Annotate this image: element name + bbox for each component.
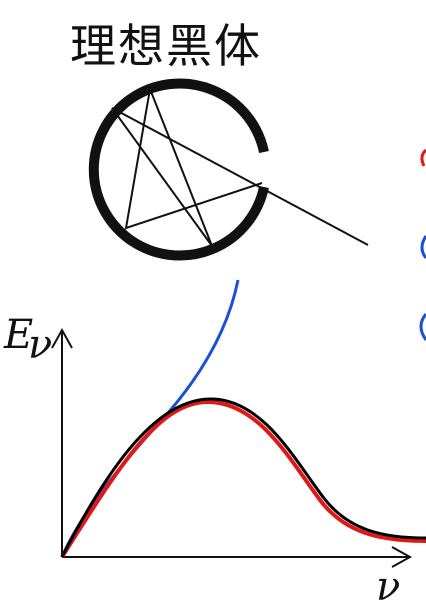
blue-mark-1 (420, 235, 426, 259)
axes (51, 327, 413, 568)
edge-marks (419, 148, 426, 341)
y-axis-label: E (3, 312, 33, 358)
measured-curve (60, 397, 426, 558)
cavity-illustration (88, 78, 369, 261)
curves (60, 279, 426, 559)
x-axis-label: ν (376, 564, 400, 607)
x-axis-arrowhead (391, 546, 413, 568)
incoming-ray (111, 107, 369, 246)
planck-curve (60, 399, 426, 559)
cavity-wall (88, 78, 269, 261)
reflected-rays (111, 85, 263, 247)
y-axis-subscript: ν (28, 322, 52, 368)
y-axis-arrowhead (51, 327, 73, 349)
red-mark (420, 148, 426, 167)
diagram-title: 理想黑体 (70, 19, 262, 73)
blue-mark-2 (419, 313, 426, 341)
